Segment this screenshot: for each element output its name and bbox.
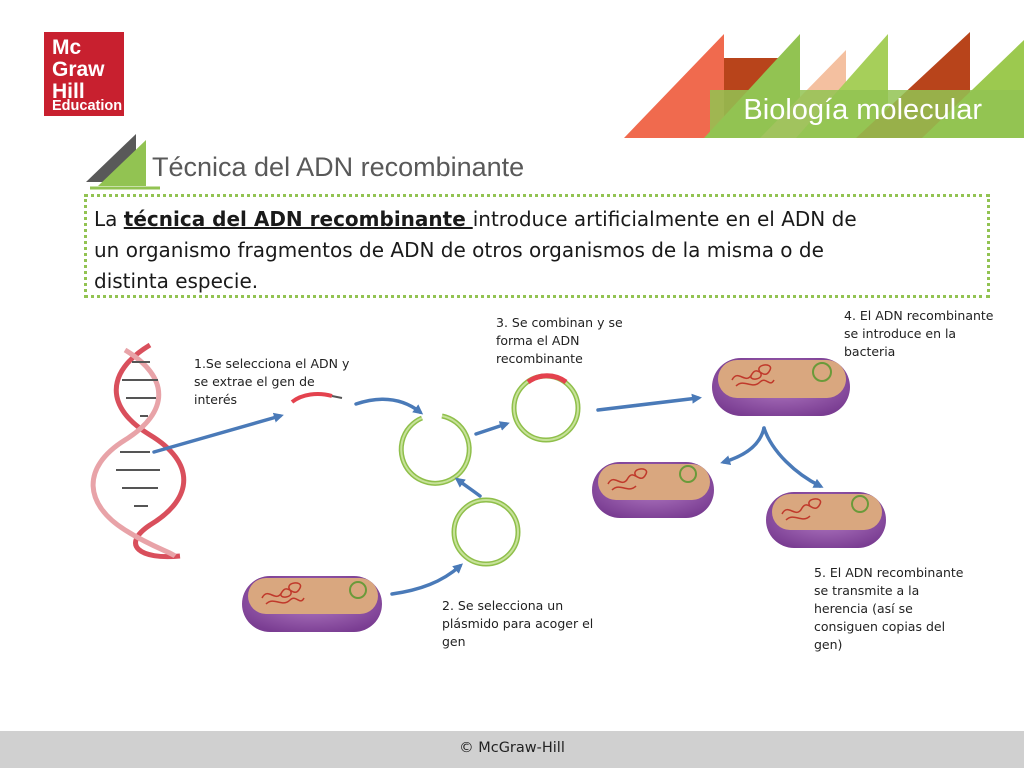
subject-title: Biología molecular — [743, 94, 982, 126]
recipient-bacterium — [712, 358, 850, 416]
arrow-division-right — [762, 426, 824, 488]
banner-red-triangle — [624, 34, 724, 138]
section-mark — [86, 134, 160, 190]
definition-text: La técnica del ADN recombinante introduc… — [94, 204, 874, 297]
footer-copyright: © McGraw-Hill — [459, 740, 565, 756]
footer-bar: © McGraw-Hill — [0, 731, 1024, 768]
source-bacterium — [242, 576, 382, 632]
step-1-label: 1.Se selecciona el ADN y se extrae el ge… — [194, 356, 350, 407]
header-banner — [624, 32, 1024, 138]
definition-rest: introduce artificialmente en el ADN de u… — [94, 207, 857, 293]
logo-line: Mc — [52, 36, 82, 59]
logo-line: Graw — [52, 58, 105, 81]
arrow-division-left — [720, 426, 766, 466]
step-5-label: 5. El ADN recombinante se transmite a la… — [814, 565, 964, 652]
recombinant-plasmid — [511, 373, 581, 443]
logo-line: Hill — [52, 80, 85, 103]
gene-fragment — [290, 392, 343, 404]
mcgraw-hill-logo: Mc Graw Hill Education — [44, 32, 124, 116]
daughter-bacterium — [766, 492, 886, 548]
step-2-label: 2. Se selecciona un plásmido para acoger… — [442, 598, 594, 649]
definition-lead: La — [94, 207, 124, 231]
dna-helix — [90, 342, 187, 560]
definition-term: técnica del ADN recombinante — [123, 207, 473, 231]
section-title: Técnica del ADN recombinante — [152, 152, 525, 182]
daughter-bacterium — [592, 462, 714, 518]
banner-base-strip — [710, 90, 1024, 138]
arrow-gene-to-plasmid — [354, 397, 424, 415]
plasmid — [451, 497, 521, 567]
arrow-plasmid-up — [454, 477, 482, 498]
step-4-label: 4. El ADN recombinante se introduce en l… — [844, 308, 994, 359]
arrow-to-bacterium — [596, 393, 702, 412]
arrow-to-recombinant — [474, 421, 510, 436]
step-3-label: 3. Se combinan y se forma el ADN recombi… — [496, 315, 623, 366]
logo-line: Education — [52, 98, 123, 114]
arrow-bacterium-to-plasmid — [390, 563, 463, 596]
arrow-dna-to-gene — [152, 412, 284, 454]
definition-box — [84, 194, 990, 298]
open-plasmid — [398, 413, 472, 486]
